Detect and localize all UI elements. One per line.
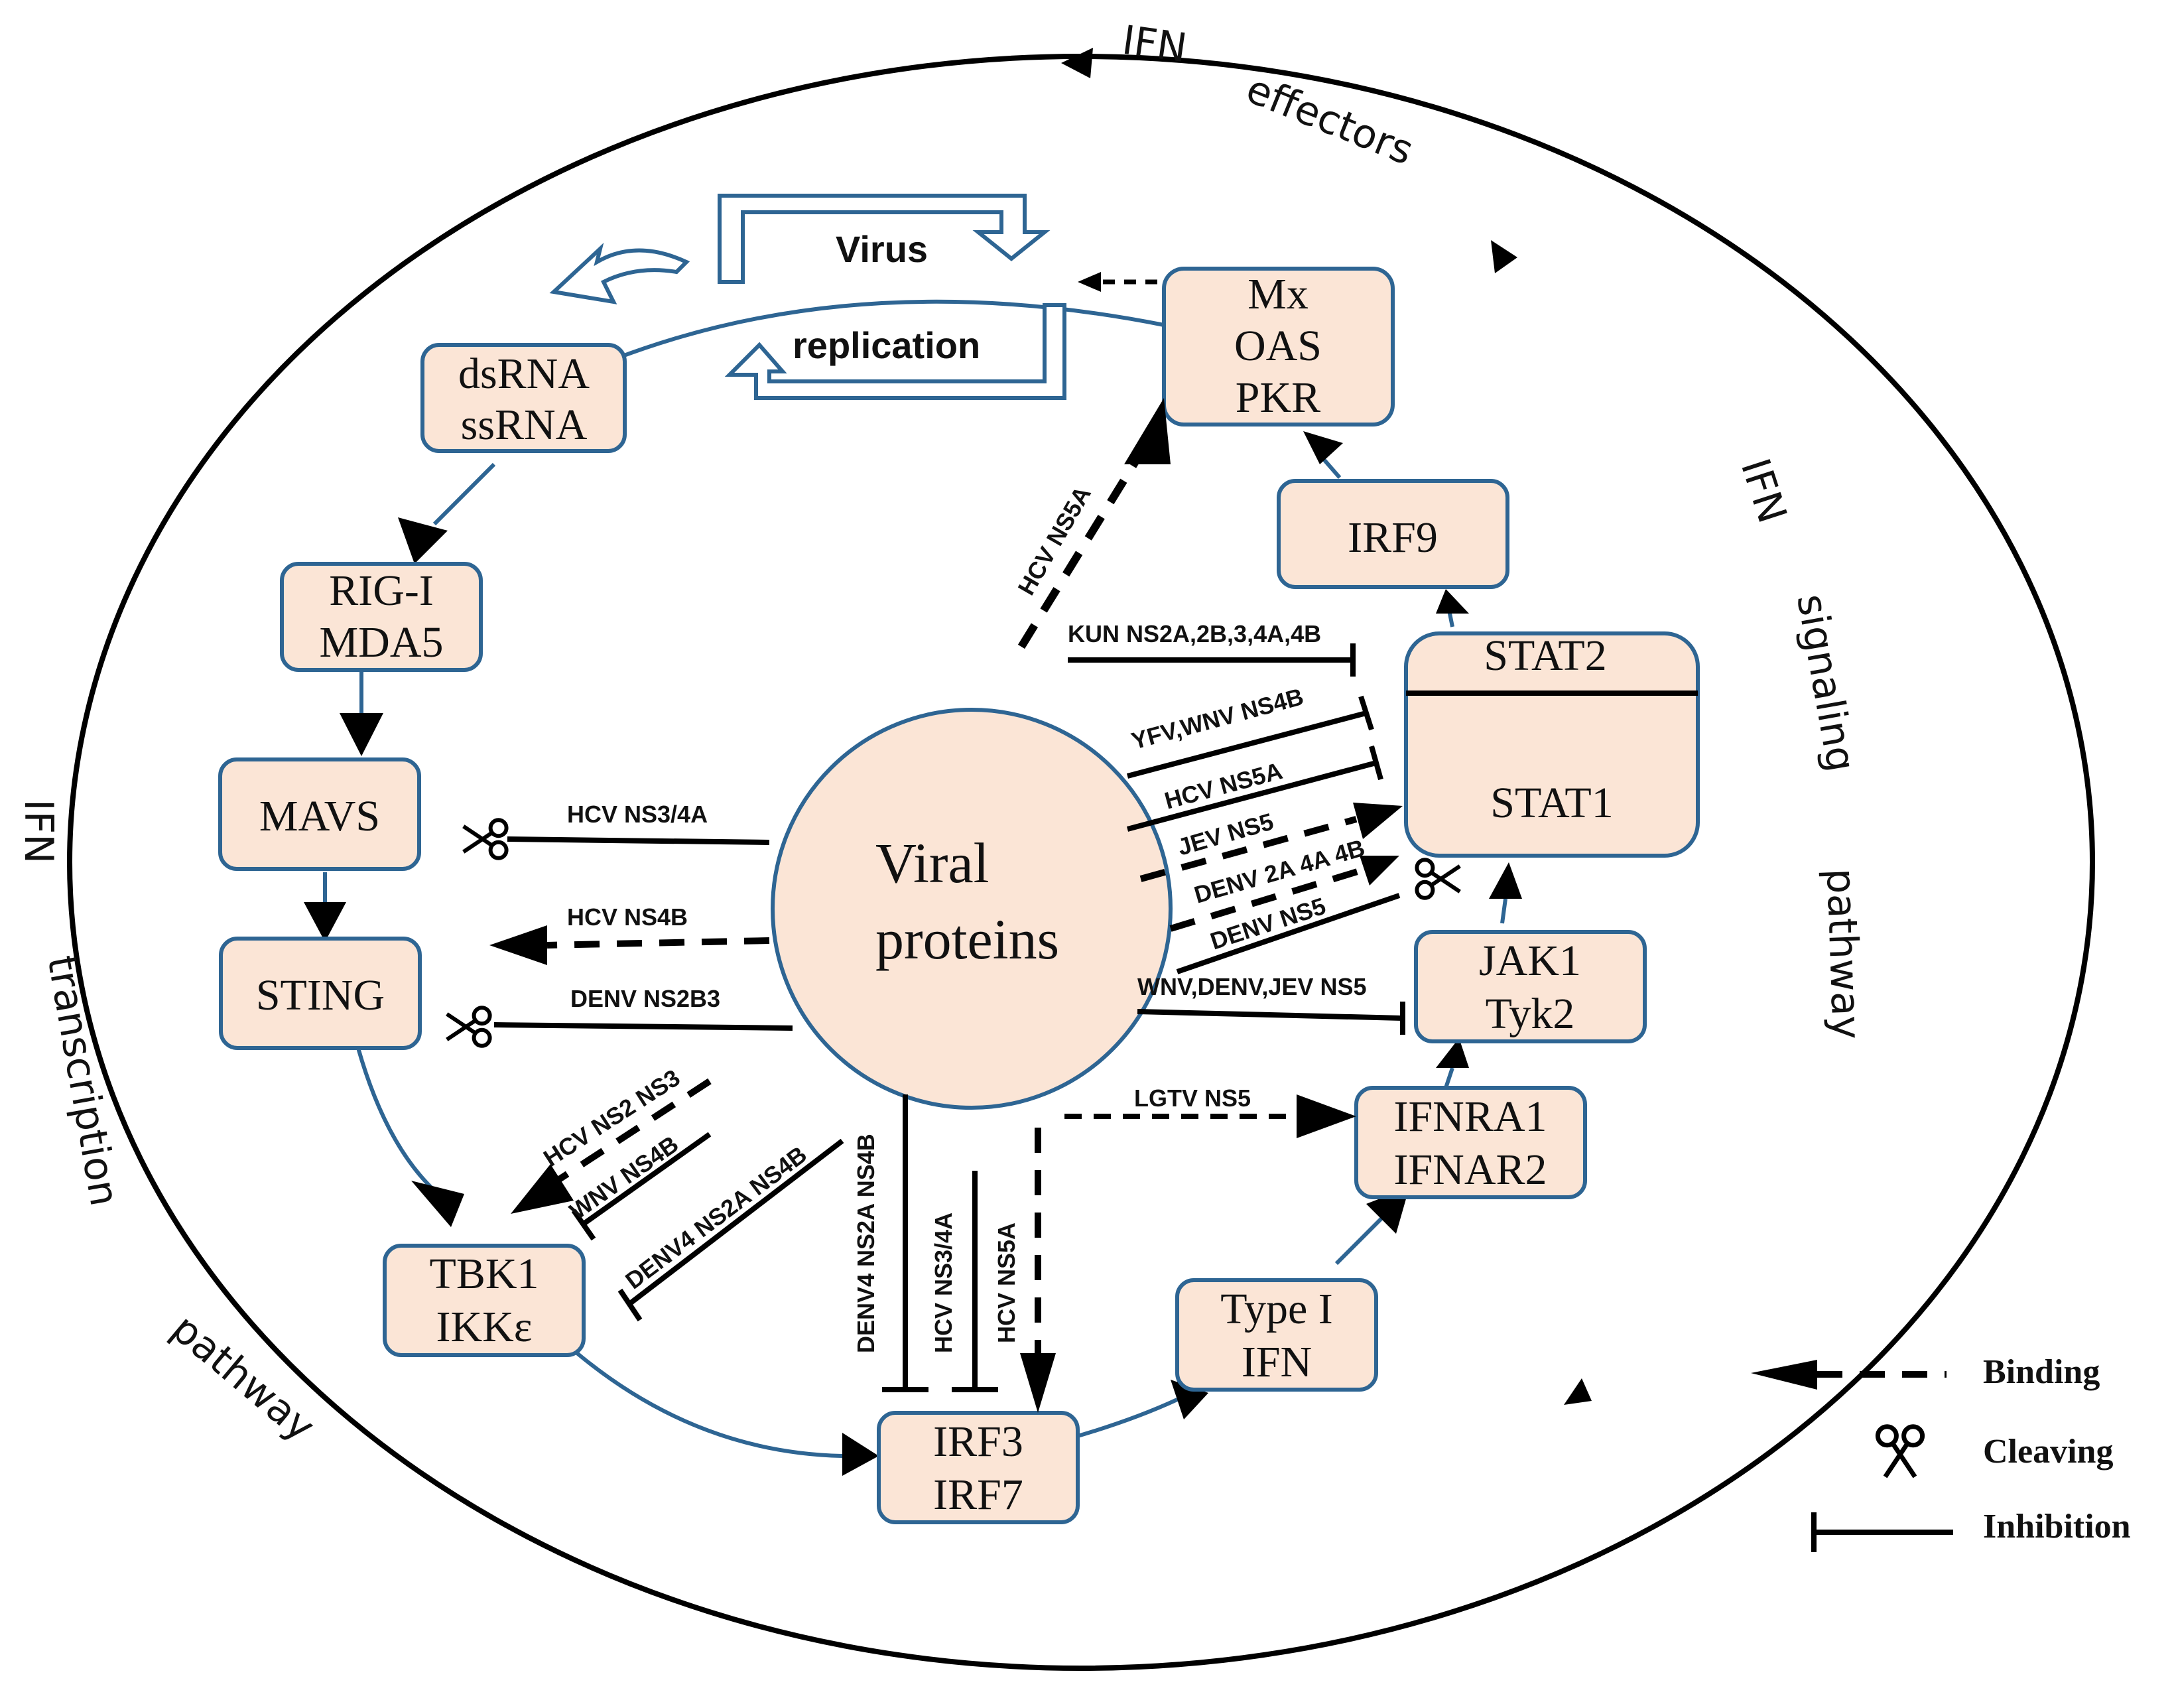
- node-dsrna-label: dsRNA: [458, 350, 590, 398]
- viral-proteins-line1: Viral: [875, 831, 990, 895]
- node-jak1-tyk2: JAK1 Tyk2: [1414, 930, 1647, 1043]
- interaction-hcv-ns34a-irf: HCV NS3/4A: [930, 1171, 998, 1392]
- label-denv4-irf: DENV4 NS2A NS4B: [852, 1134, 879, 1353]
- legend-binding-arrow: [1751, 1360, 1817, 1390]
- interaction-denv-ns2b3-sting: DENV NS2B3: [447, 985, 793, 1046]
- node-ssrna-label: ssRNA: [461, 401, 588, 449]
- interaction-hcv-ns34a-mavs: HCV NS3/4A: [464, 801, 770, 858]
- node-dsrna-ssrna: dsRNA ssRNA: [420, 343, 627, 453]
- label-hcv-ns5a-mx: HCV NS5A: [1012, 482, 1096, 600]
- ring-label-pathway-right: pathway: [1817, 868, 1870, 1040]
- node-stat2-stat1: STAT2 STAT1: [1404, 631, 1700, 858]
- legend-binding-label: Binding: [1983, 1353, 2100, 1391]
- label-lgtv: LGTV NS5: [1134, 1084, 1251, 1112]
- node-irf3-irf7: IRF3 IRF7: [877, 1411, 1080, 1524]
- pathway-connectors: [304, 299, 1522, 1476]
- node-mx-label: Mx: [1247, 270, 1309, 318]
- node-rig-i-label: RIG-I: [329, 566, 434, 615]
- viral-proteins-circle: [771, 708, 1173, 1110]
- interaction-kun-stat2: KUN NS2A,2B,3,4A,4B: [1068, 620, 1356, 677]
- node-sting: STING: [219, 937, 422, 1050]
- node-type-i-ifn: Type I IFN: [1175, 1278, 1378, 1392]
- ring-arrowhead-top: [1061, 48, 1093, 78]
- node-jak1-label: JAK1: [1479, 937, 1581, 985]
- label-kun: KUN NS2A,2B,3,4A,4B: [1068, 620, 1321, 647]
- node-ifnra1-label: IFNRA1: [1393, 1092, 1547, 1141]
- node-stat2-label: STAT2: [1484, 631, 1606, 680]
- viral-proteins-line2: proteins: [875, 907, 1059, 971]
- node-ikke-label: IKKε: [436, 1303, 532, 1351]
- node-pkr-label: PKR: [1236, 373, 1320, 422]
- label-yfv: YFV,WNV NS4B: [1128, 683, 1306, 755]
- ring-arrowhead-bottom: [1564, 1378, 1592, 1405]
- node-ifnar2-label: IFNAR2: [1393, 1146, 1547, 1194]
- interaction-lgtv-ifnar: LGTV NS5: [1035, 1084, 1356, 1141]
- interaction-hcv-ns5a-mx: HCV NS5A: [1012, 398, 1171, 649]
- ring-arrowhead-right: [1491, 240, 1517, 273]
- scissors-icon: [1878, 1427, 1922, 1477]
- node-mda5-label: MDA5: [319, 618, 443, 667]
- legend: Binding Cleaving Inhibition: [1751, 1353, 2131, 1552]
- legend-cleaving-label: Cleaving: [1983, 1433, 2113, 1471]
- node-irf3-label: IRF3: [933, 1417, 1023, 1466]
- node-rig-i-mda5: RIG-I MDA5: [280, 562, 483, 672]
- virus-label: Virus: [836, 228, 928, 270]
- label-wnv-jak: WNV,DENV,JEV NS5: [1137, 973, 1366, 1000]
- label-hcv-ns5a-irf: HCV NS5A: [993, 1222, 1020, 1343]
- node-mx-oas-pkr: Mx OAS PKR: [1162, 267, 1395, 427]
- node-ifnar: IFNRA1 IFNAR2: [1354, 1086, 1587, 1199]
- node-irf7-label: IRF7: [933, 1471, 1023, 1519]
- interaction-denv4-irf: DENV4 NS2A NS4B: [852, 1094, 928, 1392]
- interaction-hcv-ns4b-sting: HCV NS4B: [489, 903, 770, 965]
- node-type-i-label: Type I: [1220, 1285, 1332, 1333]
- interaction-yfv-wnv-ns4b: YFV,WNV NS4B: [1126, 683, 1374, 779]
- node-ifn-label: IFN: [1242, 1338, 1312, 1386]
- ring-label-signaling: signaling: [1787, 590, 1864, 775]
- interaction-wnv-jak: WNV,DENV,JEV NS5: [1137, 973, 1405, 1035]
- legend-inhibition-label: Inhibition: [1983, 1508, 2131, 1545]
- label-denv-ns2b3: DENV NS2B3: [570, 985, 720, 1012]
- node-irf9: IRF9: [1277, 479, 1509, 589]
- node-tyk2-label: Tyk2: [1486, 990, 1575, 1038]
- virus-replication-cycle: Virus replication: [549, 194, 1157, 400]
- ring-label-ifn-left: IFN: [15, 799, 62, 864]
- node-tbk1-label: TBK1: [430, 1250, 539, 1298]
- label-hcv-ns4b-sting: HCV NS4B: [567, 903, 688, 931]
- ring-label-pathway-left: pathway: [162, 1305, 323, 1451]
- ring-label-ifn-top: IFN: [1119, 17, 1190, 72]
- ring-label-transcription: transcription: [38, 952, 127, 1209]
- node-irf9-label: IRF9: [1348, 513, 1438, 562]
- replication-label: replication: [793, 324, 980, 366]
- interaction-hcv-ns5a-irf: HCV NS5A: [993, 1128, 1056, 1413]
- node-mavs: MAVS: [218, 757, 421, 871]
- label-hcv-ns34a-irf: HCV NS3/4A: [930, 1213, 957, 1353]
- node-tbk1-ikke: TBK1 IKKε: [383, 1244, 586, 1357]
- node-sting-label: STING: [256, 971, 385, 1019]
- ring-label-ifn-right: IFN: [1732, 453, 1796, 529]
- node-mavs-label: MAVS: [259, 792, 380, 840]
- node-oas-label: OAS: [1234, 322, 1322, 370]
- node-stat1-label: STAT1: [1490, 779, 1613, 827]
- label-hcv-ns34a-mavs: HCV NS3/4A: [567, 801, 708, 828]
